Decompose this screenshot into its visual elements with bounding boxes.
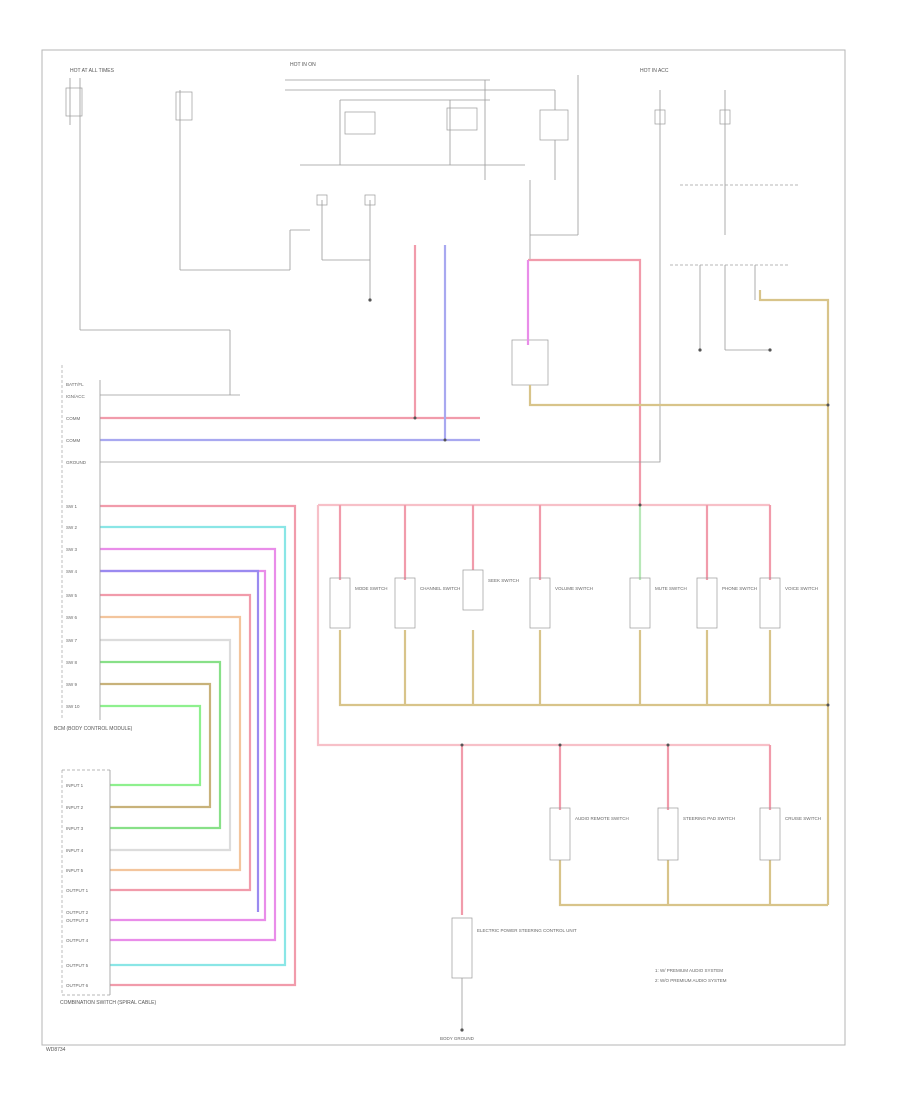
wire-sw9-green [100, 660, 222, 830]
ground-node [460, 1028, 464, 1032]
bcm-pin: SW 7 [66, 638, 77, 643]
wire-lower-bus [558, 860, 828, 907]
switch-phone [696, 577, 718, 629]
bcm-pin: COMM [66, 438, 80, 443]
bcm-pin-labels: BATT/FL IGN/ACC COMM COMM GROUND SW 1 SW… [66, 382, 87, 709]
switch-voice [759, 577, 781, 629]
lower-switch-cruise [759, 807, 781, 861]
lower-switch-label: AUDIO REMOTE SWITCH [575, 816, 629, 821]
bcm-pin: IGN/ACC [66, 394, 86, 399]
junction-nodes [413, 403, 830, 747]
bcm-pin: SW 9 [66, 682, 77, 687]
wire-sw11-lime [100, 704, 202, 787]
footer-code: WD8734 [46, 1047, 66, 1053]
wire-sw5-violet [100, 569, 260, 912]
switch-mute [629, 577, 651, 629]
switch-label: MODE SWITCH [355, 586, 388, 591]
switch-label: SEEK SWITCH [488, 578, 519, 583]
switch-channel [394, 577, 416, 629]
nav-pin: INPUT 2 [66, 805, 84, 810]
wire-khaki-mid [528, 385, 828, 407]
bcm-pin: BATT/FL [66, 382, 84, 387]
wire-layer [100, 245, 830, 987]
bcm-pin: SW 5 [66, 593, 77, 598]
lower-switch-label: CRUISE SWITCH [785, 816, 821, 821]
switch-seek [462, 569, 484, 611]
bcm-title: BCM (BODY CONTROL MODULE) [54, 726, 133, 732]
top-fuse-label-2: HOT IN ON [290, 62, 316, 68]
switch-label: CHANNEL SWITCH [420, 586, 460, 591]
wire-sw10-khaki [100, 682, 212, 809]
wire-pink-comm [100, 245, 417, 420]
wire-sw6-pink [100, 593, 252, 892]
center-device-label: ELECTRIC POWER STEERING CONTROL UNIT [477, 928, 577, 933]
nav-pin: OUTPUT 4 [66, 938, 89, 943]
top-fuse-section: HOT AT ALL TIMES HOT IN ON HOT IN ACC [65, 62, 800, 460]
lower-switch-steering [657, 807, 679, 861]
top-fuse-label-1: HOT AT ALL TIMES [70, 68, 115, 74]
wire-khaki-right [758, 290, 830, 905]
bcm-pin: COMM [66, 416, 80, 421]
legend: 1: W/ PREMIUM AUDIO SYSTEM 2: W/O PREMIU… [655, 968, 727, 983]
nav-pin: OUTPUT 6 [66, 983, 89, 988]
diagram-frame [41, 49, 846, 1046]
nav-pin: INPUT 3 [66, 826, 84, 831]
nav-pin: INPUT 5 [66, 868, 84, 873]
bottom-ground-label: BODY GROUND [440, 1036, 475, 1041]
wire-sw3-magenta [100, 547, 277, 942]
nav-pin: OUTPUT 5 [66, 963, 89, 968]
wire-sw2-cyan [100, 525, 287, 967]
wire-pink-top [528, 258, 642, 505]
combination-switch-title: COMBINATION SWITCH (SPIRAL CABLE) [60, 1000, 156, 1006]
switch-label: PHONE SWITCH [722, 586, 757, 591]
switch-components: MODE SWITCH CHANNEL SWITCH SEEK SWITCH V… [329, 569, 821, 1041]
bcm-pin: SW 6 [66, 615, 77, 620]
lower-switch-label: STEERING PAD SWITCH [683, 816, 735, 821]
switch-label: MUTE SWITCH [655, 586, 687, 591]
bcm-module: BCM (BODY CONTROL MODULE) BATT/FL IGN/AC… [54, 365, 133, 732]
lower-switch-audio [549, 807, 571, 861]
bcm-pin: SW 3 [66, 547, 77, 552]
wire-switch-bus-bottom [338, 630, 828, 707]
nav-pin: OUTPUT 1 [66, 888, 89, 893]
switch-label: VOLUME SWITCH [555, 586, 593, 591]
nav-pin: OUTPUT 3 [66, 918, 89, 923]
wire-sw1-pink [100, 504, 297, 987]
combination-switch-module: COMBINATION SWITCH (SPIRAL CABLE) INPUT … [60, 769, 156, 1006]
switch-mode [329, 577, 351, 629]
nav-pin: INPUT 1 [66, 783, 84, 788]
bcm-pin: SW 8 [66, 660, 77, 665]
legend-item: 1: W/ PREMIUM AUDIO SYSTEM [655, 968, 723, 973]
wire-switch-bus-left [316, 505, 770, 747]
bcm-pin: SW 2 [66, 525, 77, 530]
bcm-pin: SW 1 [66, 504, 77, 509]
wire-sw8-gray [100, 638, 232, 852]
bcm-pin: SW 10 [66, 704, 80, 709]
bcm-pin: SW 4 [66, 569, 77, 574]
nav-pin: OUTPUT 2 [66, 910, 89, 915]
wire-blue-comm [100, 245, 447, 442]
top-fuse-label-3: HOT IN ACC [640, 68, 669, 74]
nav-pin: INPUT 4 [66, 848, 84, 853]
wire-sw7-orange [100, 615, 242, 872]
bcm-pin: GROUND [66, 460, 87, 465]
switch-label: VOICE SWITCH [785, 586, 818, 591]
legend-item: 2: W/O PREMIUM AUDIO SYSTEM [655, 978, 727, 983]
switch-volume [529, 577, 551, 629]
center-device-component [451, 917, 473, 979]
